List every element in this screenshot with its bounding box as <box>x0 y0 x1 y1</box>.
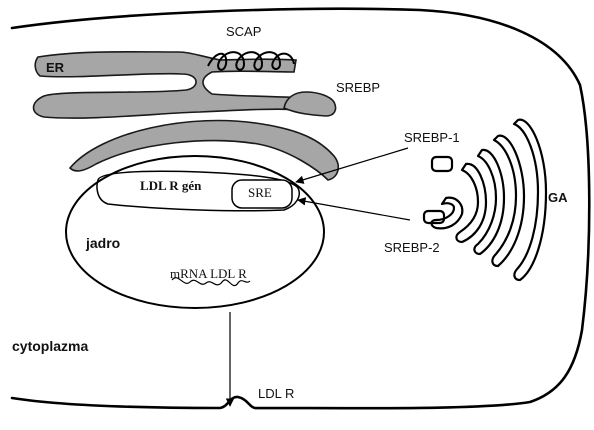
label-sre: SRE <box>248 185 272 200</box>
label-cytoplasm: cytoplazma <box>12 338 88 354</box>
label-srebp: SREBP <box>336 80 380 95</box>
golgi-cisterna-2 <box>492 136 524 266</box>
label-srebp2: SREBP-2 <box>384 240 440 255</box>
label-ldl-r: LDL R <box>258 386 294 401</box>
golgi-vesicle-top <box>432 157 452 171</box>
label-er: ER <box>46 60 65 75</box>
label-mrna: mRNA LDL R <box>170 266 247 281</box>
golgi-cisterna-1 <box>514 120 546 280</box>
label-scap: SCAP <box>226 24 261 39</box>
er-tubule-srebp <box>284 92 336 116</box>
label-ga: GA <box>548 190 568 205</box>
label-srebp1: SREBP-1 <box>404 130 460 145</box>
label-ldl-r-gene: LDL R gén <box>140 178 202 193</box>
label-nucleus: jadro <box>85 235 120 251</box>
er-tubule-top <box>34 52 307 118</box>
